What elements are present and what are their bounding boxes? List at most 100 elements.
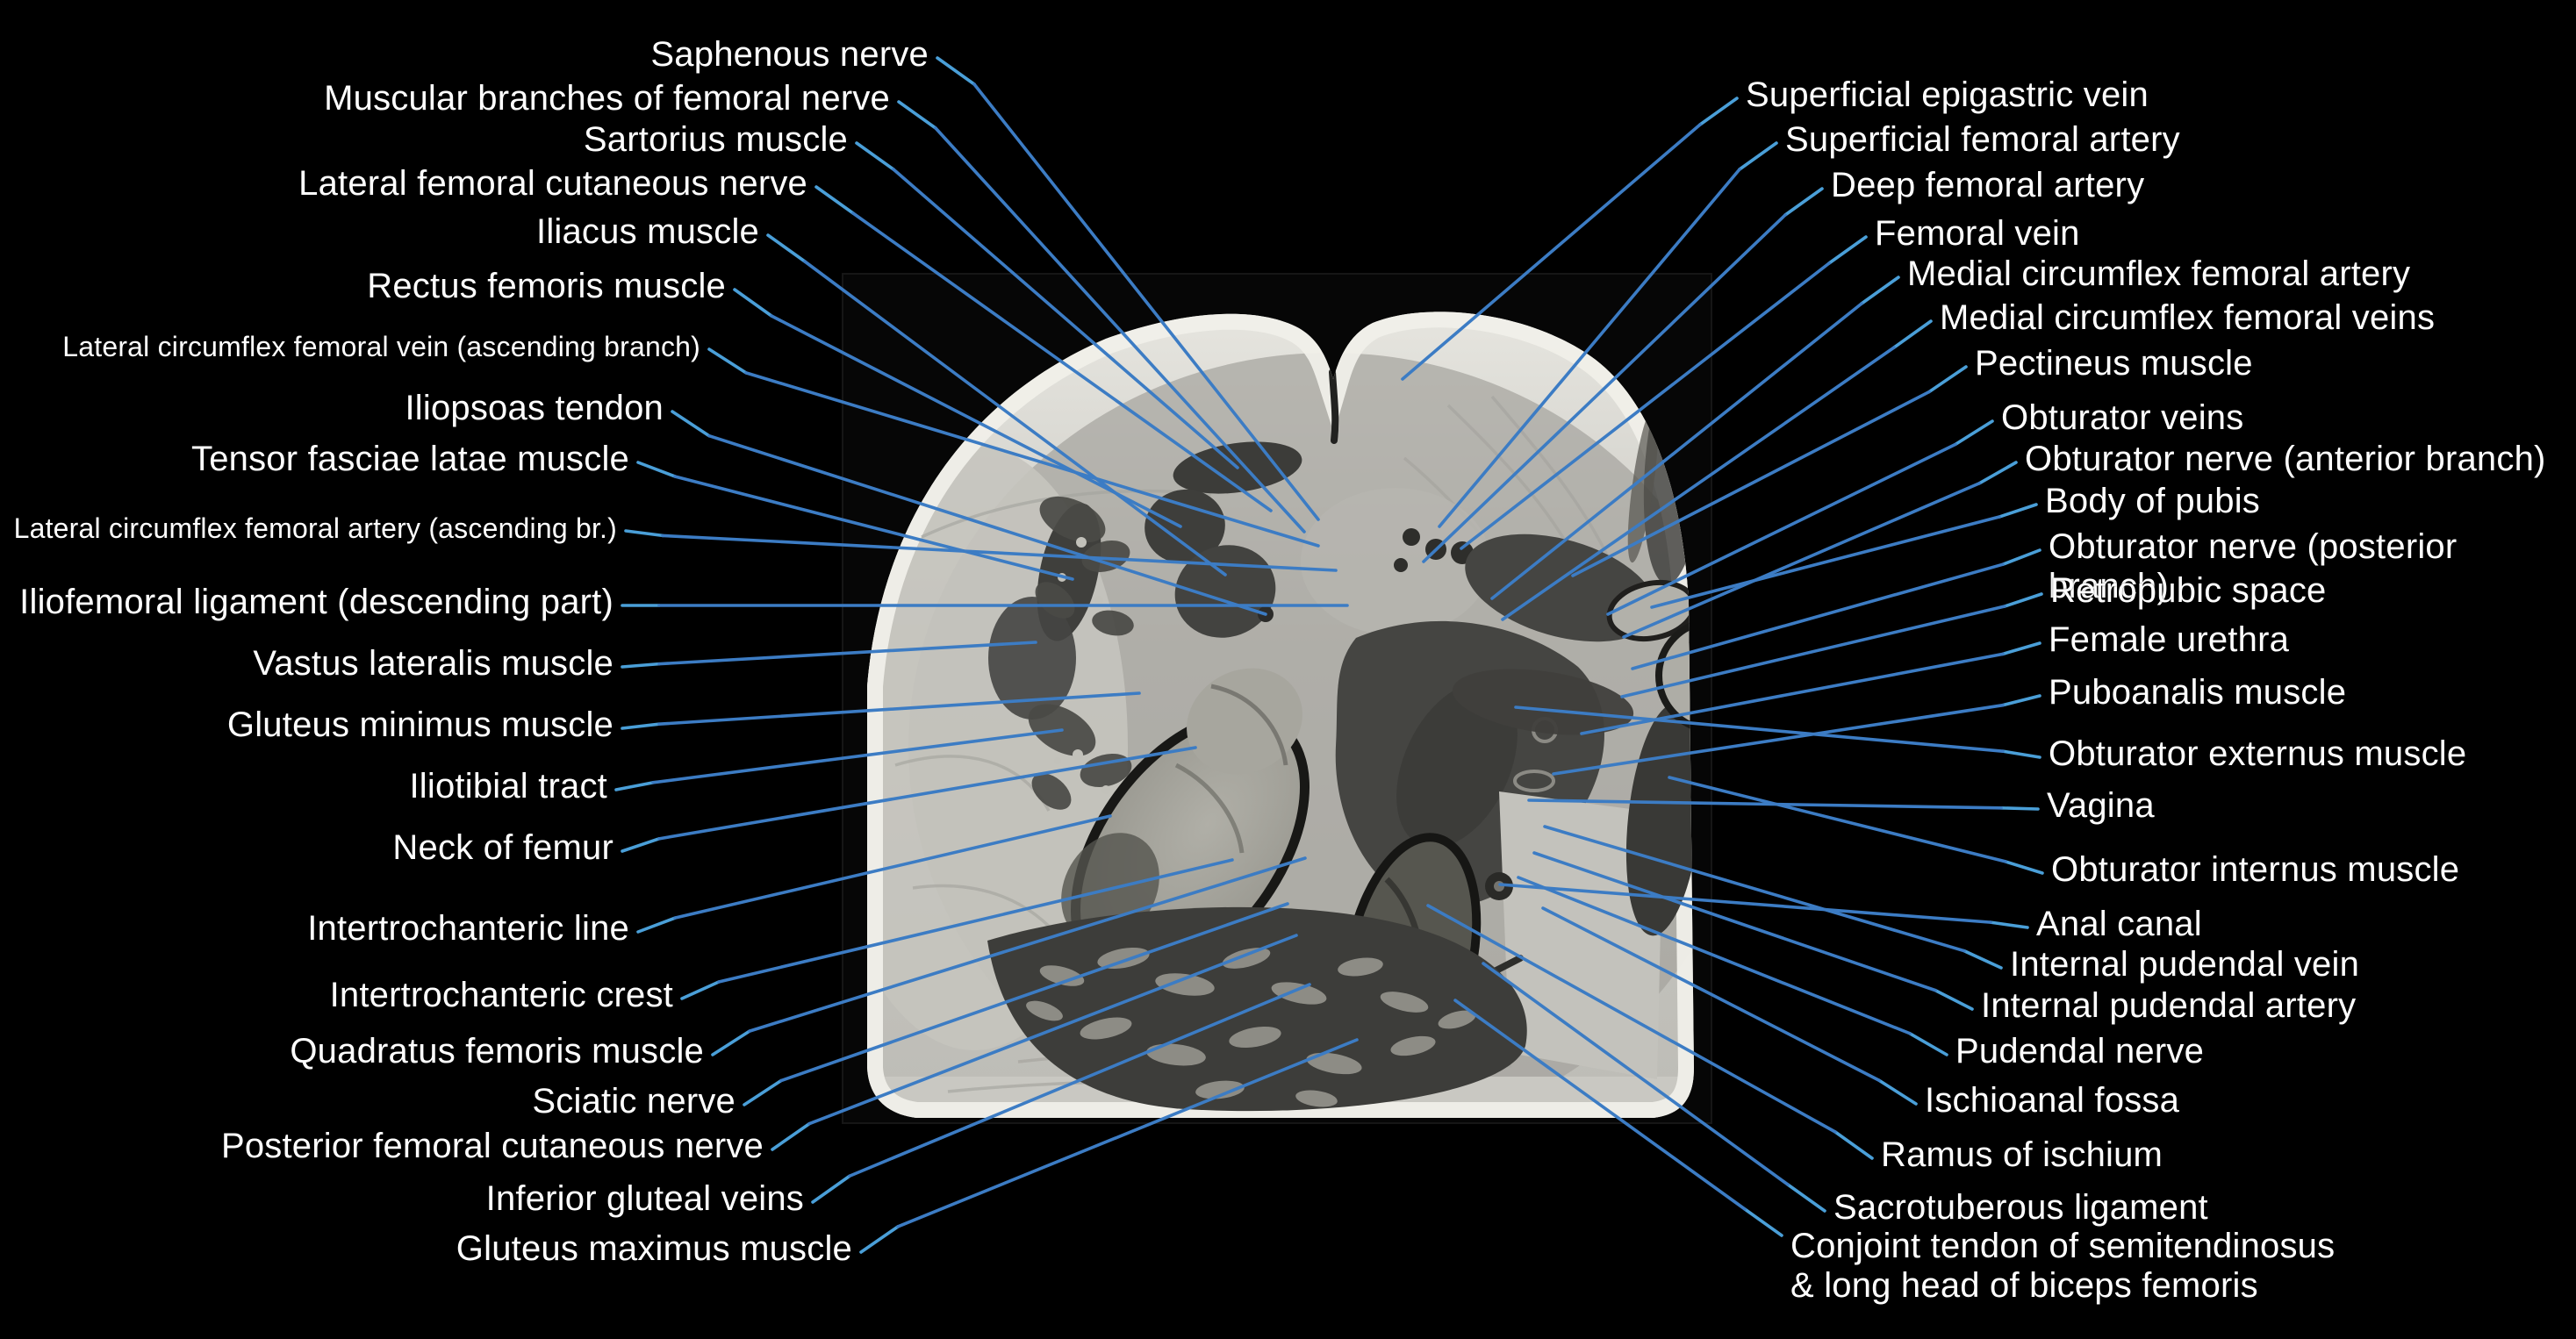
leader-line <box>657 746 1197 841</box>
leader-line <box>1422 213 1787 563</box>
anatomy-label-inferior-gluteal-veins: Inferior gluteal veins <box>485 1179 804 1219</box>
anatomy-label-lateral-femoral-cutaneous-nerve: Lateral femoral cutaneous nerve <box>298 164 807 204</box>
leader-line <box>673 814 1112 920</box>
leader-line <box>1877 1078 1918 1106</box>
leader-line <box>766 233 807 263</box>
anatomy-label-muscular-branches-of-femoral-nerve: Muscular branches of femoral nerve <box>324 79 890 118</box>
anatomy-label-deep-femoral-artery: Deep femoral artery <box>1831 166 2145 205</box>
anatomy-label-retropubic-space: Retropubic space <box>2050 571 2327 611</box>
anatomy-label-obturator-internus-muscle: Obturator internus muscle <box>2051 850 2460 890</box>
leader-line <box>1514 705 2005 753</box>
leader-line <box>1786 1183 1826 1213</box>
anatomy-label-gluteus-maximus-muscle: Gluteus maximus muscle <box>456 1229 852 1269</box>
leader-line <box>851 211 1273 512</box>
leader-line <box>636 461 677 478</box>
anatomy-label-saphenous-nerve: Saphenous nerve <box>650 35 929 75</box>
anatomy-label-female-urethra: Female urethra <box>2049 620 2290 660</box>
leader-line <box>614 781 655 791</box>
anatomy-label-body-of-pubis: Body of pubis <box>2045 482 2260 521</box>
anatomy-label-vastus-lateralis-muscle: Vastus lateralis muscle <box>253 644 614 684</box>
right-femoral-head <box>1655 618 1694 734</box>
leader-line <box>936 56 976 86</box>
anatomy-label-rectus-femoris-muscle: Rectus femoris muscle <box>367 267 726 306</box>
anatomy-label-puboanalis-muscle: Puboanalis muscle <box>2049 673 2347 712</box>
leader-line <box>1998 503 2038 519</box>
leader-line <box>972 82 1320 521</box>
leader-line <box>1541 906 1881 1083</box>
leader-line <box>707 433 1267 616</box>
leader-line <box>636 916 677 934</box>
leader-line <box>2001 694 2041 707</box>
anatomy-label-anal-canal: Anal canal <box>2036 905 2202 944</box>
leader-line <box>1517 876 1912 1035</box>
leader-line <box>1977 461 2018 485</box>
leader-line <box>1650 515 2001 609</box>
leader-line <box>673 475 1074 581</box>
anatomy-label-obturator-nerve-anterior-branch: Obturator nerve (anterior branch) <box>2025 440 2546 479</box>
leader-line <box>733 288 773 318</box>
leader-line <box>855 141 895 171</box>
leader-line <box>934 126 1306 533</box>
leader-line <box>1743 1207 1783 1237</box>
leader-line <box>1954 419 1994 447</box>
leader-line <box>748 856 1307 1033</box>
anatomy-label-iliacus-muscle: Iliacus muscle <box>536 212 759 252</box>
leader-line <box>1860 276 1900 305</box>
leader-line <box>1543 825 1966 953</box>
leader-line <box>859 1225 900 1254</box>
leader-line <box>657 641 1037 666</box>
leader-line <box>2001 749 2041 759</box>
anatomy-label-iliotibial-tract: Iliotibial tract <box>409 767 607 806</box>
leader-line <box>1738 141 1778 171</box>
midline-cleft <box>1329 369 1339 444</box>
anatomy-label-iliofemoral-ligament-descending-part: Iliofemoral ligament (descending part) <box>19 583 614 622</box>
mri-axial-pelvis-image <box>842 273 1712 1124</box>
anatomy-label-neck-of-femur: Neck of femur <box>392 828 614 868</box>
leader-line <box>621 722 661 730</box>
leader-line <box>1606 442 1957 616</box>
anatomy-label-lateral-circumflex-femoral-artery-ascend: Lateral circumflex femoral artery (ascen… <box>13 512 617 544</box>
leader-line <box>671 410 711 438</box>
anatomy-label-conjoint-tendon-of-semitendinosus-long-h: Conjoint tendon of semitendinosus & long… <box>1790 1227 2336 1305</box>
leader-line <box>779 902 1289 1083</box>
leader-line <box>1552 703 2005 776</box>
anatomy-label-gluteus-minimus-muscle: Gluteus minimus muscle <box>226 705 614 745</box>
anatomy-label-ischioanal-fossa: Ischioanal fossa <box>1925 1081 2180 1121</box>
leader-line <box>621 837 661 853</box>
leader-line <box>717 858 1234 984</box>
leader-line <box>1927 365 1968 394</box>
leader-line <box>651 728 1064 784</box>
leader-line <box>1622 482 1981 639</box>
leader-line <box>1453 999 1747 1211</box>
leader-line <box>621 662 661 669</box>
anatomy-label-intertrochanteric-crest: Intertrochanteric crest <box>329 976 673 1015</box>
leader-line <box>770 314 1182 528</box>
anatomy-label-quadratus-femoris-muscle: Quadratus femoris muscle <box>290 1032 704 1071</box>
anatomy-label-sartorius-muscle: Sartorius muscle <box>583 120 848 160</box>
leader-line <box>1892 319 1933 349</box>
leader-line <box>1532 851 1937 992</box>
leader-line <box>1934 988 1974 1011</box>
leader-line <box>1482 962 1790 1186</box>
leader-line <box>2001 548 2041 567</box>
anatomy-label-medial-circumflex-femoral-artery: Medial circumflex femoral artery <box>1907 254 2411 294</box>
leader-line <box>2003 592 2043 608</box>
leader-line <box>2004 860 2044 875</box>
leader-line <box>896 1038 1359 1228</box>
leader-line <box>2001 641 2041 656</box>
leader-line <box>707 347 748 375</box>
anatomy-label-obturator-veins: Obturator veins <box>2001 398 2244 438</box>
leader-line <box>807 934 1298 1126</box>
leader-line <box>1962 949 2003 970</box>
leader-line <box>848 983 1311 1178</box>
anatomy-label-superficial-epigastric-vein: Superficial epigastric vein <box>1746 75 2149 115</box>
leader-line <box>1527 798 2003 810</box>
anatomy-label-pectineus-muscle: Pectineus muscle <box>1975 344 2253 383</box>
anatomy-label-femoral-vein: Femoral vein <box>1875 214 2080 254</box>
anatomy-label-intertrochanteric-line: Intertrochanteric line <box>307 909 629 949</box>
leader-line <box>743 1078 783 1106</box>
anatomy-label-tensor-fasciae-latae-muscle: Tensor fasciae latae muscle <box>191 440 629 479</box>
vagina-detail <box>1513 770 1555 792</box>
